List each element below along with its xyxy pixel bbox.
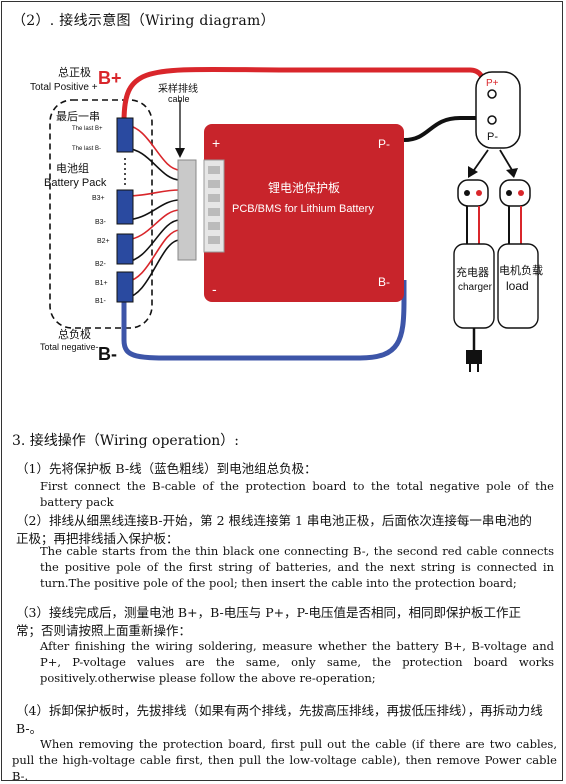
battery-cell [116, 233, 134, 265]
p-minus-terminal [487, 115, 497, 125]
step-2-zh: （2）排线从细黑线连接B-开始，第 2 根线连接第 1 串电池正极，后面依次连接… [16, 513, 532, 546]
cell-label: B3- [95, 219, 107, 226]
socket-pins [208, 166, 220, 244]
load-pin [506, 190, 512, 196]
total-negative-en: Total negative- [40, 342, 99, 352]
load-box [497, 243, 539, 329]
board-b-minus-label: B- [378, 275, 390, 289]
b-plus-label: B+ [98, 68, 122, 88]
b-minus-label: B- [98, 344, 117, 364]
step-3-zh: （3）接线完成后，测量电池 B+，B-电压与 P+，P-电压值是否相同，相同即保… [16, 605, 522, 638]
step-2-en: The cable starts from the thin black one… [40, 544, 554, 590]
battery-cells [116, 117, 134, 303]
step-1-en: First connect the B-cable of the protect… [40, 479, 554, 509]
step-4-zh: （4）拆卸保护板时，先拔排线（如果有两个排线，先拔高压排线，再拔低压排线），再拆… [16, 703, 543, 736]
total-positive-zh: 总正极 [58, 65, 91, 79]
charger-label-en: charger [458, 282, 493, 293]
battery-cell [116, 117, 134, 153]
wiring-diagram: + - P- B- 锂电池保护板 PCB/BMS for Lithium Bat… [30, 65, 543, 372]
load-label-zh: 电机负载 [499, 263, 543, 277]
b-minus-wire [121, 280, 407, 361]
last-b-minus-label: The last B- [72, 146, 101, 152]
board-p-minus-label: P- [378, 137, 390, 151]
battery-cell [116, 271, 134, 303]
cell-label: B3+ [92, 195, 105, 202]
cell-label: B2+ [97, 238, 110, 245]
battery-cell [116, 189, 134, 225]
charger-arrow-head [468, 166, 478, 178]
page-title: （2）. 接线示意图（Wiring diagram） [12, 13, 275, 29]
total-positive-en: Total Positive + [30, 82, 98, 93]
total-negative-zh: 总负极 [58, 327, 91, 341]
charger-cord-plug [466, 350, 482, 364]
load-arrow [499, 149, 513, 171]
board-minus-label: - [212, 281, 217, 297]
charger-arrow [473, 149, 489, 171]
battery-pack-zh: 电池组 [56, 161, 89, 175]
board-title-zh: 锂电池保护板 [268, 180, 340, 195]
cell-label: B1- [95, 298, 107, 305]
last-string-zh: 最后一串 [56, 110, 100, 123]
charger-label-zh: 充电器 [456, 265, 489, 279]
p-minus-label: P- [487, 131, 498, 143]
charger-pin [464, 190, 470, 196]
load-arrow-head [506, 168, 518, 178]
cell-label: B2- [95, 261, 107, 268]
last-b-plus-label: The last B+ [72, 126, 103, 132]
charger-plug [457, 179, 489, 207]
board-plus-label: + [212, 135, 220, 151]
p-minus-wire [403, 116, 478, 142]
section-heading: 3. 接线操作（Wiring operation）: [12, 433, 240, 449]
battery-pack-en: Battery Pack [44, 177, 107, 189]
cable-connector [177, 159, 197, 261]
cable-label-en: cable [168, 94, 190, 104]
p-plus-terminal [487, 89, 497, 99]
connector-arrow-head [175, 148, 185, 158]
charger-pin [476, 190, 482, 196]
step-4-en: When removing the protection board, firs… [12, 737, 557, 783]
load-pin [518, 190, 524, 196]
p-plus-label: P+ [486, 78, 499, 89]
cable-label-zh: 采样排线 [158, 82, 198, 95]
cell-label: B1+ [95, 280, 108, 287]
board-title-en: PCB/BMS for Lithium Battery [232, 203, 374, 215]
load-label-en: load [506, 279, 529, 293]
step-3-en: After finishing the wiring soldering, me… [40, 639, 554, 685]
output-terminal [475, 71, 521, 149]
bms-board [204, 124, 404, 302]
step-1-zh: （1）先将保护板 B-线（蓝色粗线）到电池组总负极： [16, 461, 317, 476]
battery-pack-outline [49, 99, 153, 329]
load-plug [499, 179, 531, 207]
